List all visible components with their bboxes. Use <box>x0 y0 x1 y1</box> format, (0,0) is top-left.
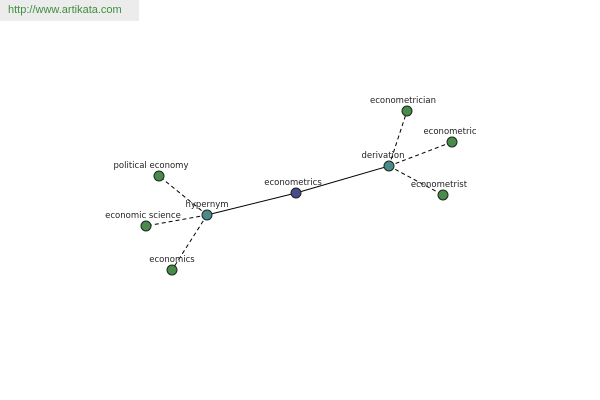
node-hypernym[interactable] <box>201 209 213 221</box>
node-political-economy[interactable] <box>153 170 165 182</box>
edge-derivation-econometrician <box>388 110 408 167</box>
edge-econometrics-derivation <box>295 165 390 194</box>
source-url-label[interactable]: http://www.artikata.com <box>0 0 139 21</box>
node-derivation[interactable] <box>383 160 395 172</box>
node-label-hypernym[interactable]: hypernym <box>185 200 228 210</box>
node-label-economic-science[interactable]: economic science <box>105 211 181 221</box>
edge-hypernym-economic-science <box>145 214 208 227</box>
node-label-economics[interactable]: economics <box>149 255 195 265</box>
node-econometrist[interactable] <box>437 189 449 201</box>
nodes-layer <box>140 105 458 276</box>
node-label-econometrics[interactable]: econometrics <box>264 178 322 188</box>
node-economics[interactable] <box>166 264 178 276</box>
edges-layer <box>145 110 453 271</box>
node-label-derivation[interactable]: derivation <box>361 151 404 161</box>
edge-derivation-econometric <box>388 141 453 167</box>
node-econometric[interactable] <box>446 136 458 148</box>
labels-layer: econometrics hypernym derivation political … <box>105 96 477 265</box>
node-econometrician[interactable] <box>401 105 413 117</box>
node-label-econometrician[interactable]: econometrician <box>370 96 436 106</box>
edge-hypernym-economics <box>171 214 208 271</box>
node-label-econometrist[interactable]: econometrist <box>411 180 468 190</box>
edge-econometrics-hypernym <box>206 192 297 216</box>
node-label-econometric[interactable]: econometric <box>423 127 476 137</box>
edge-hypernym-political-economy <box>158 175 208 216</box>
node-economic-science[interactable] <box>140 220 152 232</box>
node-econometrics[interactable] <box>290 187 302 199</box>
edge-derivation-econometrist <box>388 165 444 196</box>
node-label-political-economy[interactable]: political economy <box>114 161 189 171</box>
